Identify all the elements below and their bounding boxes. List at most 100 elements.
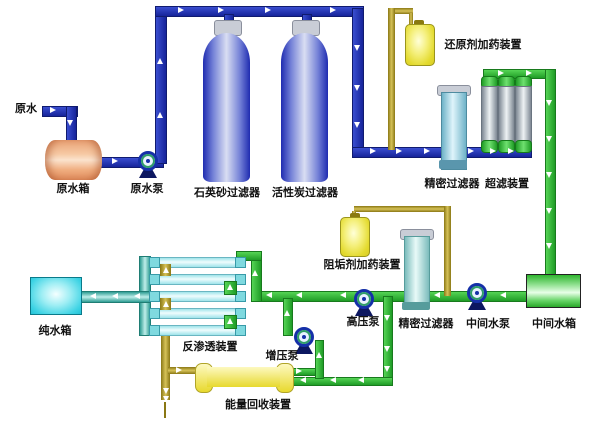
label-reducing-dosing: 还原剂加药装置 [444,38,522,51]
energy-recovery-device [207,367,280,387]
pipe-reducing-drop [409,13,413,25]
activated-carbon-filter [281,33,328,182]
pipe-ro-concentrate-down [161,332,170,386]
pipe-right-downcomer [352,8,364,152]
precision-filter-1 [441,92,467,170]
ro-tube5-lcap [149,325,160,336]
label-raw-water: 原水 [15,102,37,115]
uf-module-2 [498,86,515,144]
ro-tube4-lcap [149,308,160,319]
ro-tube1-lcap [149,257,160,268]
label-quartz-sand-filter: 石英砂过滤器 [194,186,260,199]
label-raw-water-pump: 原水泵 [130,182,164,195]
flow-arrow [296,368,302,374]
label-precision-filter-1: 精密过滤器 [424,177,480,190]
pipe-drain-line [164,402,166,418]
flow-arrow [163,267,169,273]
precision-filter1-base [439,160,467,169]
raw-water-tank [45,140,102,180]
booster-pump-icon [294,327,314,354]
flow-arrow [157,58,163,64]
flow-arrow [134,293,140,299]
pipe-antiscalant-inject [444,206,451,296]
flow-arrow [176,367,182,373]
intermediate-water-tank [526,274,581,308]
label-high-pressure-pump: 高压泵 [346,315,380,328]
label-intermediate-pump: 中间水泵 [466,317,510,330]
pipe-ro-feed-top [236,251,262,261]
flow-arrow [354,122,360,128]
flow-arrow [546,172,552,178]
drain-arrow [163,396,169,402]
flow-arrow [178,7,184,13]
ro-tube2-rcap [235,274,246,285]
flow-arrow [424,148,430,154]
ro-tube3-lcap [149,291,160,302]
uf-module-3 [515,86,532,144]
flow-arrow [546,136,552,142]
flow-arrow [112,293,118,299]
precision-filter2-base [402,302,430,310]
flow-arrow [354,45,360,51]
pipe-erd-feed-down [383,296,393,386]
ro-tube1-rcap [235,257,246,268]
flow-arrow [227,284,233,290]
reducing-jug-cap [414,20,424,26]
flow-arrow [90,293,96,299]
label-activated-carbon: 活性炭过滤器 [272,186,338,199]
label-pure-water-tank: 纯水箱 [38,324,72,337]
ro-tube3-rcap [235,291,246,302]
flow-arrow [498,70,504,76]
uf-module3-bottomcap [515,140,532,153]
flow-arrow [67,120,73,126]
pipe-booster-suction [315,340,324,379]
flow-arrow [227,318,233,324]
pipe-reducing-hanger [388,8,413,14]
antiscalant-dosing-device [340,217,370,257]
ro-tube5-rcap [235,325,246,336]
flow-arrow [112,158,118,164]
raw-water-pump-icon [138,151,158,178]
flow-arrow [370,148,376,154]
antiscalant-jug-cap [350,213,360,219]
flow-arrow [384,366,390,372]
pipe-booster-discharge [283,298,293,336]
label-energy-recovery: 能量回收装置 [225,398,291,411]
flow-arrow [396,148,402,154]
label-antiscalant-dosing: 阻垢剂加药装置 [323,258,401,271]
flow-arrow [163,301,169,307]
label-reverse-osmosis: 反渗透装置 [182,340,238,353]
flow-arrow [384,315,390,321]
pipe-antiscalant-hanger [354,206,451,212]
precision-filter-2 [404,236,430,306]
reducing-agent-dosing-device [405,24,435,66]
flow-arrow [340,292,346,298]
flow-arrow [218,7,224,13]
label-precision-filter-2: 精密过滤器 [398,317,454,330]
flow-arrow [490,148,496,154]
flow-arrow [284,310,290,316]
flow-arrow [354,85,360,91]
label-ultrafiltration: 超滤装置 [485,177,529,190]
pipe-pump-riser [155,8,167,164]
intermediate-pump-icon [467,283,487,310]
flow-arrow [157,112,163,118]
flow-arrow [50,107,56,113]
quartz-sand-filter [203,33,250,182]
drain-arrow [163,388,169,394]
flow-arrow [546,208,552,214]
high-pressure-pump-icon [354,289,374,316]
ro-tube2-lcap [149,274,160,285]
flow-arrow [434,292,440,298]
flow-arrow [316,352,322,358]
pipe-erd-concentrate-in [168,367,198,374]
flow-arrow [500,292,506,298]
flow-arrow [330,377,336,383]
flow-arrow [266,292,272,298]
flow-arrow [252,270,258,276]
flow-arrow [384,346,390,352]
ro-tube4-rcap [235,308,246,319]
flow-arrow [358,377,364,383]
uf-module-1 [481,86,498,144]
